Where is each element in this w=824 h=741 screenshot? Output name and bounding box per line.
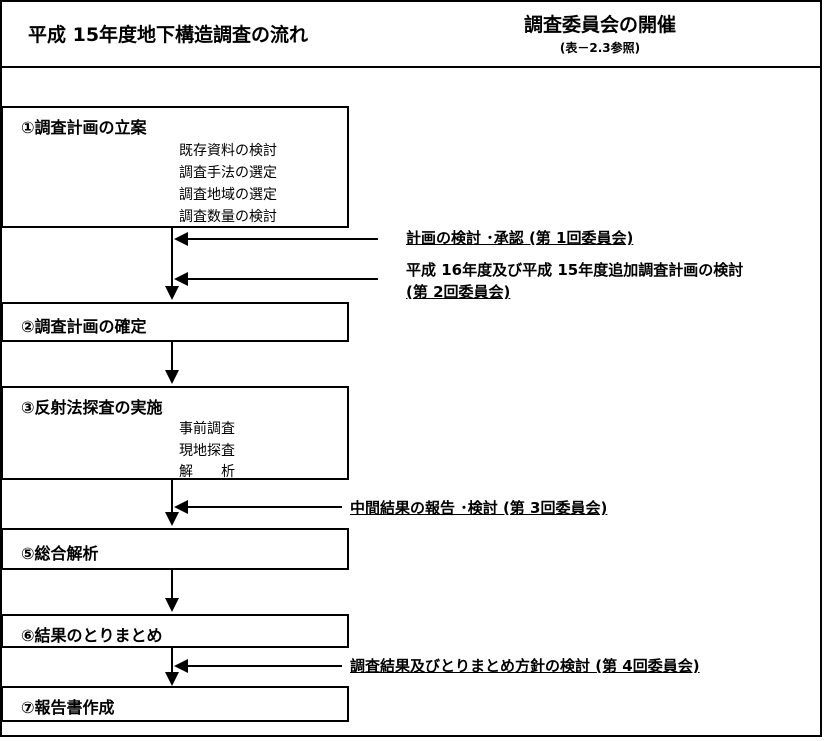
committee-line [186,506,342,508]
arrow-left-icon [174,500,188,514]
step-title-5: ⑤総合解析 [21,544,99,563]
connector-line [171,342,173,372]
committee-label-3: 中間結果の報告 ･検討 (第 3回委員会) [350,499,608,517]
committee-line [186,665,342,667]
arrow-down-icon [165,286,179,300]
step-item: 解 析 [179,464,235,480]
committee-line [186,278,378,280]
step-title-3: ③反射法探査の実施 [21,398,163,417]
step-box-7: ⑦報告書作成 [1,686,349,722]
arrow-down-icon [165,598,179,612]
step-item: 既存資料の検討 [179,143,277,159]
header-divider [0,66,822,68]
arrow-down-icon [165,672,179,686]
header-left-title: 平成 15年度地下構造調査の流れ [28,24,309,46]
step-box-6: ⑥結果のとりまとめ [1,614,349,648]
connector-line [171,480,173,514]
header-right: 調査委員会の開催 (表－2.3参照) [480,10,720,56]
committee-label-2: 平成 16年度及び平成 15年度追加調査計画の検討 [406,261,744,279]
connector-line [171,648,173,674]
connector-line [171,570,173,600]
arrow-down-icon [165,370,179,384]
header-right-subtitle: (表－2.3参照) [559,41,641,55]
arrow-left-icon [174,232,188,246]
committee-label-4: 調査結果及びとりまとめ方針の検討 (第 4回委員会) [350,657,700,675]
step-item: 調査数量の検討 [179,209,277,225]
step-box-5: ⑤総合解析 [1,528,349,570]
step-title-1: ①調査計画の立案 [21,118,147,137]
arrow-down-icon [165,512,179,526]
step-title-2: ②調査計画の確定 [21,317,147,336]
step-title-6: ⑥結果のとりまとめ [21,626,163,645]
arrow-left-icon [174,272,188,286]
arrow-left-icon [174,659,188,673]
step-box-1: ①調査計画の立案 既存資料の検討 調査手法の選定 調査地域の選定 調査数量の検討 [1,106,349,228]
step-box-2: ②調査計画の確定 [1,302,349,342]
step-item: 現地探査 [179,443,235,459]
connector-line [171,228,173,288]
step-box-3: ③反射法探査の実施 事前調査 現地探査 解 析 [1,386,349,480]
committee-line [186,238,378,240]
committee-label-2-line2: (第 2回委員会) [406,283,511,301]
header-right-title: 調査委員会の開催 [523,14,676,36]
step-item: 調査地域の選定 [179,187,277,203]
step-item: 調査手法の選定 [179,165,277,181]
step-title-7: ⑦報告書作成 [21,698,115,717]
step-item: 事前調査 [179,421,235,437]
committee-label-1: 計画の検討 ･承認 (第 1回委員会) [406,229,634,247]
